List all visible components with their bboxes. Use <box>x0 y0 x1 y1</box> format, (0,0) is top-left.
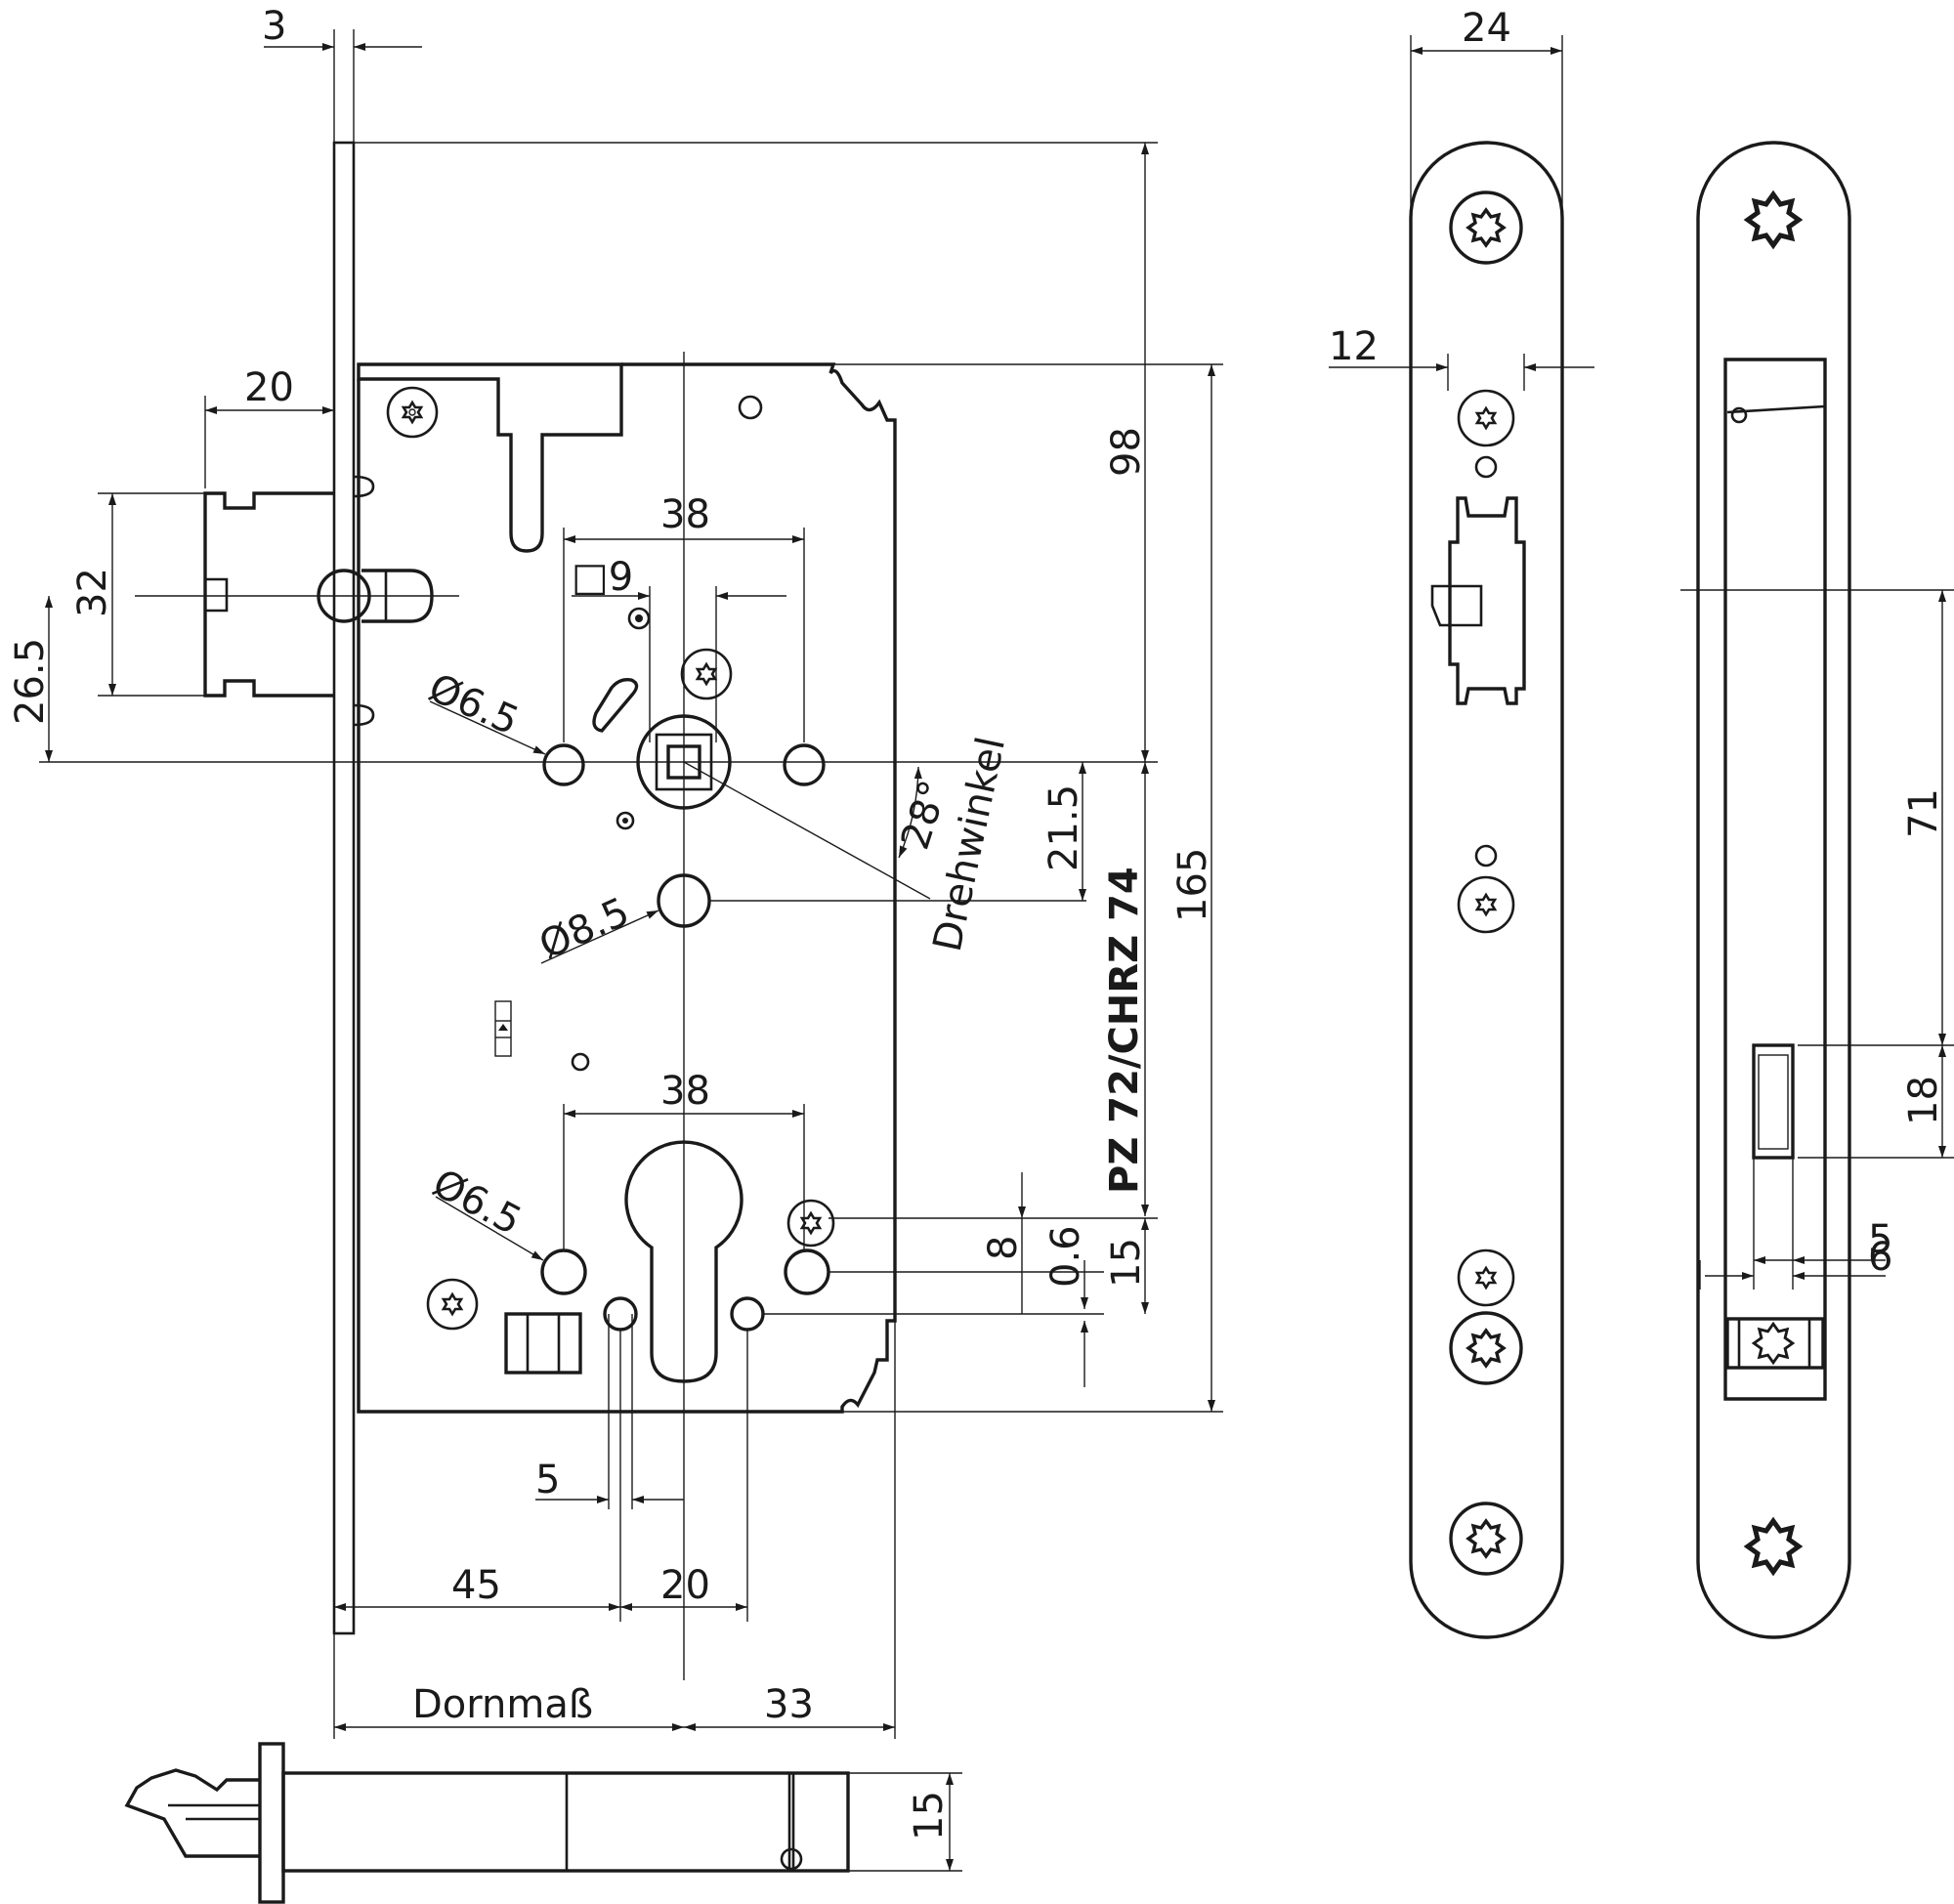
hole-right-bottom-small <box>730 1296 765 1332</box>
lock-case-body <box>357 362 897 1414</box>
dim-18: 18 <box>1901 1076 1946 1125</box>
dim-dia8-5: Ø8.5 <box>532 889 636 968</box>
label-dornmass: Dornmaß <box>412 1682 593 1727</box>
case-screw-bottom-left <box>426 1278 479 1331</box>
slot-hole <box>592 677 639 733</box>
dim-15-bolt: 15 <box>907 1791 952 1841</box>
rotation-line <box>683 761 931 900</box>
strike-connector <box>1752 1043 1795 1160</box>
faceplate-small-hole-top <box>1474 455 1498 479</box>
hole-left-bottom-small <box>603 1296 638 1332</box>
small-hole-mid <box>571 1052 590 1072</box>
strike-insert-bottom <box>1725 1317 1825 1370</box>
hole-dia6-5-right-top <box>783 743 826 786</box>
dim-20-latch: 20 <box>244 365 294 410</box>
dim-0-6: 0.6 <box>1043 1225 1088 1288</box>
dim-3: 3 <box>262 4 286 49</box>
forend-hole-a <box>353 475 375 498</box>
latch-bolt <box>203 491 434 698</box>
strike-opening <box>1723 358 1827 1401</box>
dim-38-top: 38 <box>660 492 710 537</box>
bottom-forend <box>258 1742 285 1904</box>
dim-20-bottom: 20 <box>660 1563 710 1608</box>
dim-6: 6 <box>1868 1235 1892 1280</box>
case-screw-cylinder <box>786 1199 835 1248</box>
strike-screw-bottom <box>1748 1521 1799 1572</box>
bottom-block <box>504 1312 582 1375</box>
follower-screw <box>680 648 733 700</box>
hole-dia6-5-left-top <box>542 743 585 786</box>
adjust-marker <box>494 1000 512 1057</box>
small-marker-top <box>627 607 651 630</box>
dim-45: 45 <box>451 1563 501 1608</box>
dim-5-bottom: 5 <box>535 1458 560 1502</box>
case-hole-top <box>738 395 763 420</box>
dim-165: 165 <box>1170 848 1215 922</box>
small-marker-mid <box>616 811 635 830</box>
dim-12: 12 <box>1329 324 1379 369</box>
dim-71: 71 <box>1901 788 1946 838</box>
faceplate-outline <box>1409 141 1564 1639</box>
dim-38-bottom: 38 <box>660 1069 710 1114</box>
faceplate-screw-top <box>1449 190 1523 265</box>
dim-21-5: 21.5 <box>1041 784 1086 871</box>
dim-square-9: □9 <box>572 555 633 600</box>
faceplate-screw-lower-a <box>1457 1248 1515 1307</box>
dim-5-strike: 5 <box>1868 1217 1892 1262</box>
faceplate-latch-tip <box>1430 584 1483 627</box>
faceplate-latch-slot <box>1448 496 1526 705</box>
faceplate-screw-latch <box>1457 389 1515 447</box>
dim-26-5: 26.5 <box>8 638 53 725</box>
hole-dia6-5-left-bottom <box>540 1248 587 1295</box>
faceplate-screw-lower-b <box>1449 1311 1523 1385</box>
faceplate-front-view: 24 12 <box>1329 6 1594 1639</box>
lock-case-outline <box>357 362 623 553</box>
strike-plate-view: 71 18 5 6 <box>1680 141 1954 1639</box>
dim-24: 24 <box>1462 6 1511 51</box>
label-model-pz-chrz: PZ 72/CHRZ 74 <box>1102 867 1147 1194</box>
dim-32: 32 <box>70 568 115 617</box>
dim-8: 8 <box>981 1236 1026 1260</box>
strike-screw-top <box>1748 194 1799 245</box>
dim-15-right: 15 <box>1104 1238 1149 1288</box>
forend-hole-b <box>353 703 375 727</box>
forend-plate <box>332 141 356 1635</box>
faceplate-screw-mid <box>1457 875 1515 934</box>
dim-dia6-5-bottom: Ø6.5 <box>425 1161 529 1244</box>
bottom-latch <box>124 1768 260 1858</box>
case-screw-top-left <box>386 386 439 439</box>
dim-dia6-5-top: Ø6.5 <box>422 665 526 744</box>
dimensions-main: 3 20 32 26.5 38 □9 Ø6.5 Ø8.5 28° Drehwin… <box>8 4 1223 1739</box>
lock-body-view <box>203 141 897 1635</box>
dim-98: 98 <box>1104 427 1149 477</box>
strike-plate-outline <box>1696 141 1851 1639</box>
faceplate-screw-bottom <box>1449 1502 1523 1576</box>
hole-dia6-5-right-bottom <box>784 1248 830 1295</box>
bottom-view: 15 <box>124 1742 962 1904</box>
faceplate-small-hole-mid <box>1474 844 1498 867</box>
dim-33: 33 <box>764 1682 814 1727</box>
